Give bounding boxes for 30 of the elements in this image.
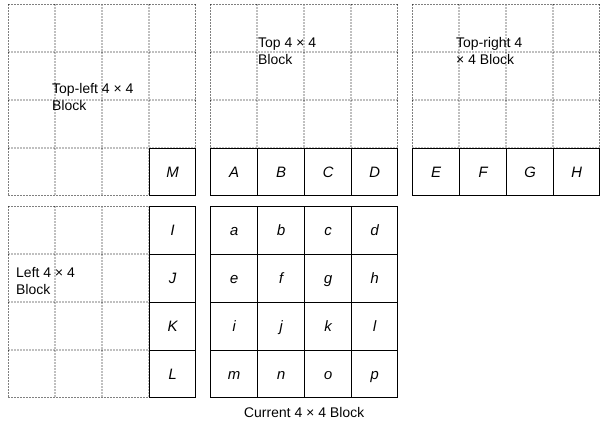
pixel-cell: L <box>149 350 196 398</box>
pixel-cell: M <box>149 148 196 196</box>
neighbor-block <box>8 4 196 196</box>
block-caption: Current 4 × 4 Block <box>244 404 364 420</box>
pixel-cell: a <box>210 206 258 255</box>
pixel-cell: f <box>257 254 305 303</box>
pixel-cell: J <box>149 254 196 303</box>
pixel-cell: k <box>304 302 352 351</box>
pixel-cell: E <box>412 148 460 196</box>
block-label: Top 4 × 4 Block <box>258 34 317 68</box>
pixel-cell: d <box>351 206 398 255</box>
pixel-cell: K <box>149 302 196 351</box>
pixel-cell: c <box>304 206 352 255</box>
pixel-cell: D <box>351 148 398 196</box>
pixel-cell: m <box>210 350 258 398</box>
pixel-cell: H <box>553 148 600 196</box>
pixel-cell: B <box>257 148 305 196</box>
pixel-cell: g <box>304 254 352 303</box>
pixel-cell: G <box>506 148 554 196</box>
pixel-cell: I <box>149 206 196 255</box>
block-label: Top-right 4 × 4 Block <box>456 34 524 68</box>
block-label: Left 4 × 4 Block <box>16 264 76 298</box>
pixel-cell: e <box>210 254 258 303</box>
pixel-cell: A <box>210 148 258 196</box>
pixel-cell: j <box>257 302 305 351</box>
block-label: Top-left 4 × 4 Block <box>52 80 134 114</box>
pixel-cell: F <box>459 148 507 196</box>
pixel-cell: b <box>257 206 305 255</box>
pixel-cell: C <box>304 148 352 196</box>
pixel-cell: i <box>210 302 258 351</box>
